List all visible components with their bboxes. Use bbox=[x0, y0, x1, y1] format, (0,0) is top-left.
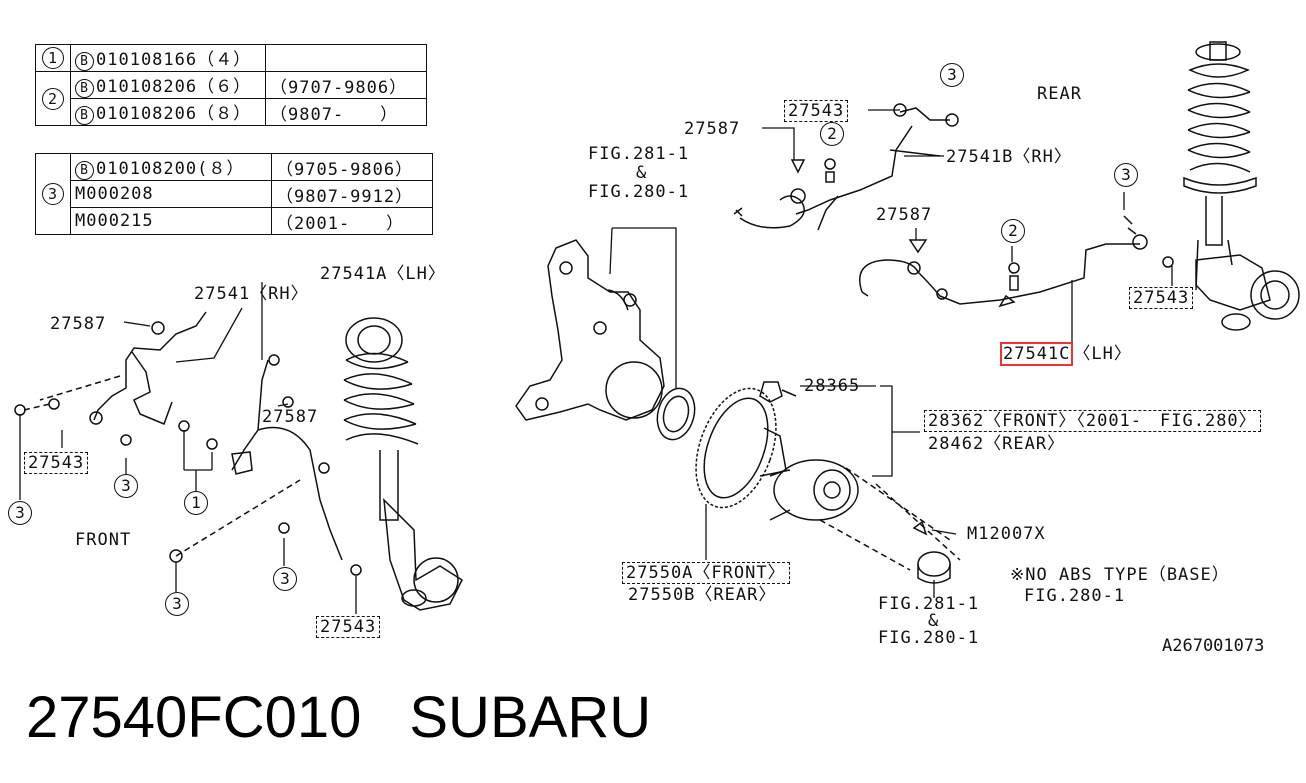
part-28362[interactable]: 28362〈FRONT〉〈2001- FIG.280〉 bbox=[924, 410, 1261, 432]
part-27541c[interactable]: 27541C〈LH〉 bbox=[1000, 342, 1132, 366]
fig-281-bottom[interactable]: FIG.281-1 bbox=[878, 594, 980, 614]
part-27541a[interactable]: 27541A〈LH〉 bbox=[320, 264, 446, 284]
part-number: 010108166（４） bbox=[96, 50, 252, 70]
part-27543-top[interactable]: 27543 bbox=[784, 100, 849, 122]
rear-sensor-rh-drawing bbox=[733, 103, 959, 231]
label-rear: REAR bbox=[1037, 84, 1082, 104]
part-27541-rh[interactable]: 27541〈RH〉 bbox=[194, 284, 309, 304]
fig-280-bottom[interactable]: FIG.280-1 bbox=[878, 628, 980, 648]
callout-ref: 3 bbox=[42, 183, 64, 205]
front-sensor-drawing bbox=[14, 311, 362, 576]
b-mark-icon: B bbox=[75, 79, 94, 98]
part-number-title: 27540FC010 bbox=[26, 685, 362, 750]
callout-3: 3 bbox=[114, 474, 138, 498]
page-title: 27540FC010 SUBARU bbox=[26, 684, 651, 751]
date-range: （9705-9806） bbox=[271, 153, 433, 181]
drawing-code: A267001073 bbox=[1162, 636, 1265, 656]
fig-280-top[interactable]: FIG.280-1 bbox=[588, 182, 690, 202]
brand-title: SUBARU bbox=[409, 685, 652, 750]
callout-3: 3 bbox=[8, 501, 32, 525]
note-fig-280[interactable]: FIG.280-1 bbox=[1024, 586, 1126, 606]
part-27587-left[interactable]: 27587 bbox=[50, 314, 107, 334]
part-number: 010108206（６） bbox=[96, 77, 252, 97]
date-range: （9807- ） bbox=[265, 98, 427, 126]
part-28462[interactable]: 28462〈REAR〉 bbox=[928, 434, 1066, 454]
part-27541c-suffix: 〈LH〉 bbox=[1073, 344, 1132, 364]
rear-strut-drawing bbox=[1183, 41, 1300, 331]
part-m12007x[interactable]: M12007X bbox=[967, 524, 1046, 544]
leader-lines bbox=[19, 109, 1173, 614]
date-range: （2001- ） bbox=[271, 207, 433, 235]
date-range: （9807-9912） bbox=[271, 180, 433, 208]
part-27543-right[interactable]: 27543 bbox=[1129, 287, 1194, 309]
part-number: M000208 bbox=[70, 180, 272, 208]
part-27543-left[interactable]: 27543 bbox=[24, 452, 89, 474]
part-27550a[interactable]: 27550A〈FRONT〉 bbox=[622, 562, 790, 584]
callout-ref: 1 bbox=[42, 47, 64, 69]
note-no-abs: ※NO ABS TYPE（BASE） bbox=[1010, 565, 1230, 585]
b-mark-icon: B bbox=[75, 161, 94, 180]
table-row: M000215 （2001- ） bbox=[36, 207, 433, 235]
part-27550b[interactable]: 27550B〈REAR〉 bbox=[628, 585, 777, 605]
label-front: FRONT bbox=[75, 530, 132, 550]
part-27587-mid[interactable]: 27587 bbox=[876, 205, 933, 225]
front-knuckle-drawing bbox=[515, 239, 696, 441]
callout-2: 2 bbox=[820, 122, 844, 146]
part-28365[interactable]: 28365 bbox=[804, 376, 861, 396]
fig-amp-bottom: & bbox=[928, 611, 940, 631]
fig-281-top[interactable]: FIG.281-1 bbox=[588, 144, 690, 164]
part-27587-top[interactable]: 27587 bbox=[684, 119, 741, 139]
callout-3: 3 bbox=[165, 592, 189, 616]
callout-2: 2 bbox=[1001, 219, 1025, 243]
part-27587-left2[interactable]: 27587 bbox=[262, 407, 319, 427]
b-mark-icon: B bbox=[75, 106, 94, 125]
callout-ref: 2 bbox=[42, 87, 64, 110]
date-range bbox=[265, 44, 427, 72]
fig-amp-top: & bbox=[636, 163, 648, 183]
table-row: M000208 （9807-9912） bbox=[36, 180, 433, 208]
hub-assembly-drawing bbox=[695, 381, 961, 584]
callout-3: 3 bbox=[1114, 163, 1138, 187]
callout-3: 3 bbox=[273, 567, 297, 591]
front-strut-drawing bbox=[343, 317, 463, 611]
part-number: 010108200(８） bbox=[96, 159, 245, 179]
part-27543-bottom[interactable]: 27543 bbox=[316, 616, 381, 638]
part-27541c-highlight: 27541C bbox=[1000, 342, 1074, 366]
rear-sensor-lh-drawing bbox=[859, 215, 1174, 308]
callout-1: 1 bbox=[184, 491, 208, 515]
b-mark-icon: B bbox=[75, 52, 94, 71]
part-27541b[interactable]: 27541B〈RH〉 bbox=[946, 147, 1072, 167]
callout-3: 3 bbox=[940, 63, 964, 87]
part-number: 010108206（８） bbox=[96, 104, 252, 124]
